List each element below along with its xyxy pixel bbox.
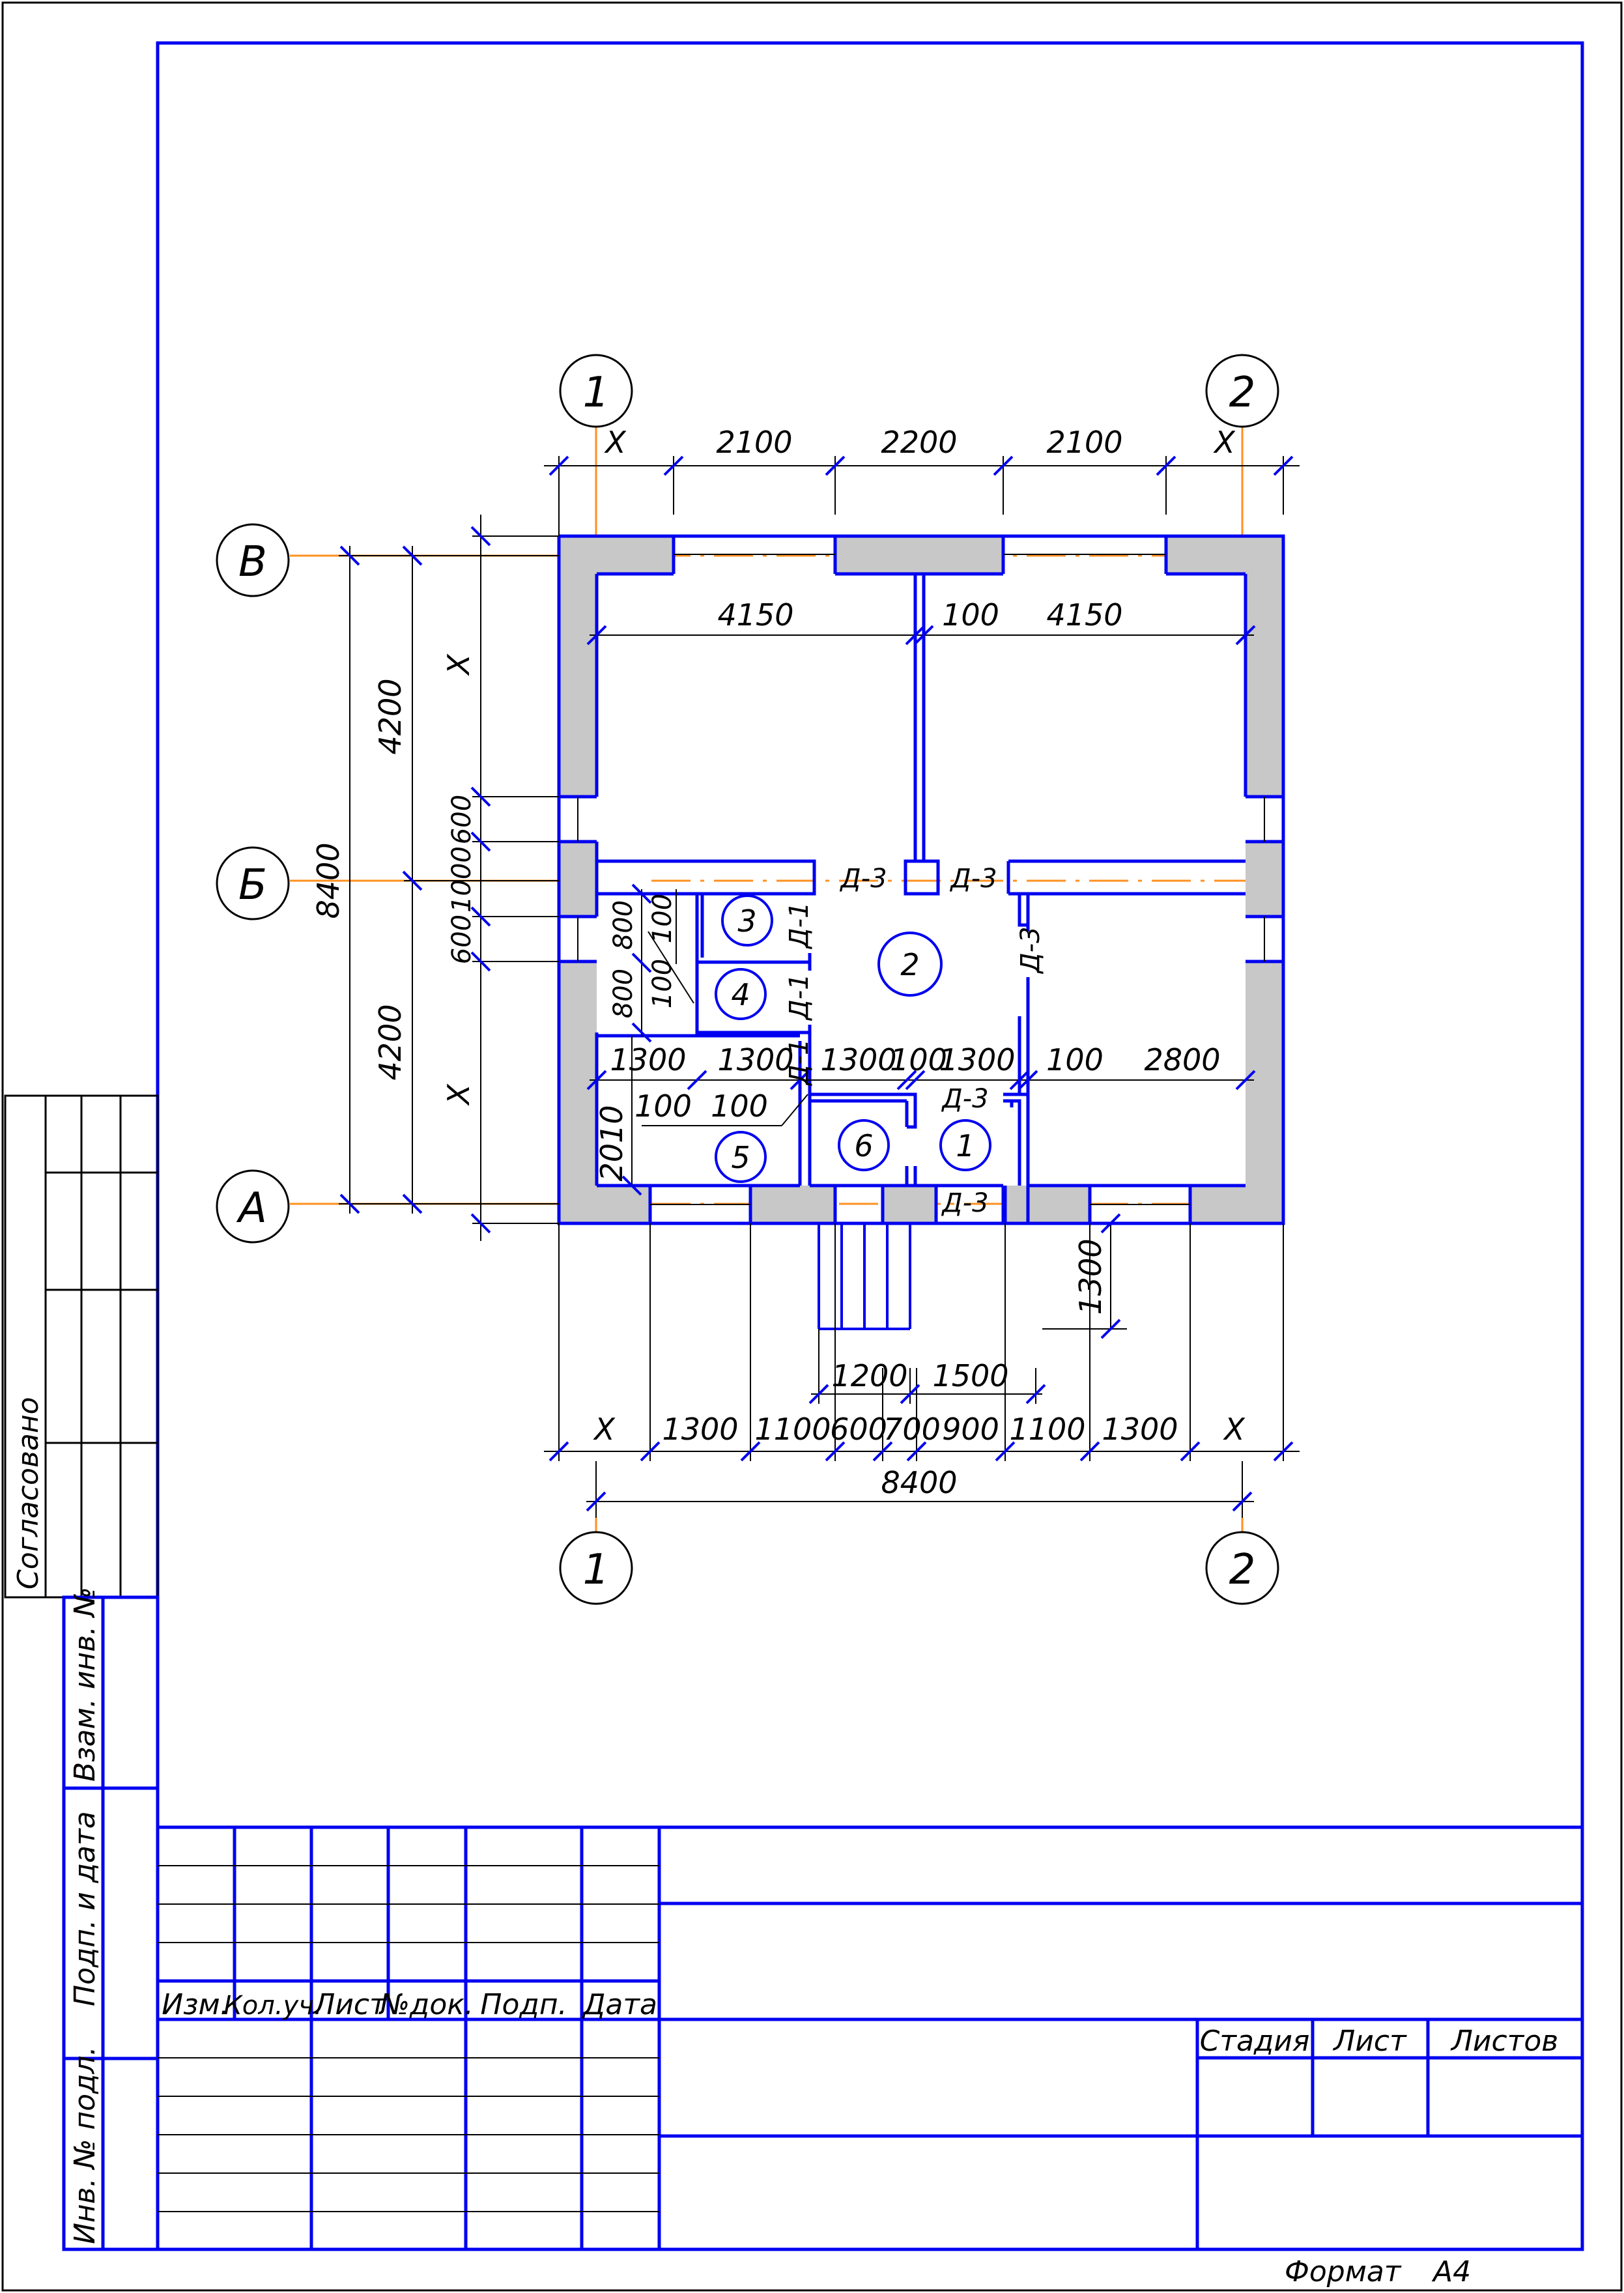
tb-col-podp: Подп. bbox=[480, 1988, 567, 2021]
dim-bottom-7: 1300 bbox=[1102, 1412, 1178, 1447]
axis-marker-a: А bbox=[236, 1184, 267, 1232]
dim-small-6: 2010 bbox=[594, 1105, 629, 1181]
door-label-3: Д-1 bbox=[784, 902, 814, 949]
dim-room-mid-4: 1300 bbox=[939, 1042, 1015, 1077]
side-stamp: Согласовано Взам. инв. № Подп. и дата Ин… bbox=[4, 1094, 160, 2251]
tb-format-label: Формат bbox=[1285, 2255, 1402, 2288]
axis-marker-bottom-2: 2 bbox=[1229, 1546, 1256, 1594]
tb-col-izm: Изм. bbox=[162, 1988, 229, 2021]
dim-bottom-1: 1300 bbox=[662, 1412, 738, 1447]
dim-room-mid-1: 1300 bbox=[717, 1042, 793, 1077]
dim-bottom-2: 1100 bbox=[754, 1412, 831, 1447]
dim-left-part-1: 4200 bbox=[373, 1004, 408, 1080]
dim-porch: 1200 1500 1300 bbox=[808, 1213, 1127, 1404]
axis-marker-bottom-1: 1 bbox=[583, 1546, 610, 1594]
side-stamp-inv-orig: Инв. № подл. bbox=[68, 2046, 102, 2244]
dim-overall-bottom-value: 8400 bbox=[881, 1465, 957, 1500]
door-label-7: Д-3 bbox=[941, 1188, 988, 1218]
dim-top-3: 2100 bbox=[1046, 425, 1122, 460]
side-stamp-agreed: Согласовано bbox=[12, 1397, 45, 1589]
dim-room-mid-5: 100 bbox=[1046, 1042, 1104, 1077]
dim-bottom-5: 900 bbox=[942, 1412, 999, 1447]
dim-left: 8400 4200 4200 X 600 1000 bbox=[311, 515, 559, 1241]
windows bbox=[577, 554, 1265, 1205]
dim-porch-2: 1300 bbox=[1073, 1238, 1108, 1315]
dim-room-top-2: 4150 bbox=[1046, 597, 1122, 633]
axis-marker-top-1: 1 bbox=[583, 369, 610, 417]
floor-plan: X 2100 2200 2100 X bbox=[216, 354, 1300, 1605]
room-marker-4: 4 bbox=[731, 977, 750, 1012]
dim-overall-bottom: 8400 bbox=[586, 1461, 1254, 1518]
door-label-5: Д-1 bbox=[784, 1038, 814, 1086]
dim-porch-1: 1500 bbox=[932, 1358, 1008, 1393]
dim-bottom-4: 700 bbox=[883, 1412, 941, 1447]
tb-col-list: Лист bbox=[312, 1988, 387, 2021]
dim-small-5: 100 bbox=[711, 1089, 768, 1124]
dim-top-4: X bbox=[1213, 425, 1236, 460]
dim-bottom-6: 1100 bbox=[1009, 1412, 1085, 1447]
dim-small: 800 800 100 100 100 100 2010 bbox=[594, 883, 808, 1196]
tb-format-value: А4 bbox=[1431, 2255, 1471, 2288]
dim-left-part-0: 4200 bbox=[373, 678, 408, 754]
dim-small-3: 100 bbox=[648, 959, 677, 1008]
tb-col-koluch: Кол.уч. bbox=[223, 1991, 322, 2021]
tb-stage: Стадия bbox=[1200, 2025, 1310, 2058]
tb-sheets: Листов bbox=[1450, 2025, 1558, 2058]
door-label-4: Д-1 bbox=[784, 973, 814, 1021]
room-marker-6: 6 bbox=[854, 1128, 873, 1163]
dim-bottom-0: X bbox=[593, 1412, 616, 1447]
dim-room-mid-6: 2800 bbox=[1144, 1042, 1220, 1077]
room-marker-3: 3 bbox=[737, 904, 756, 939]
dim-room-mid-0: 1300 bbox=[610, 1042, 686, 1077]
dim-bottom-3: 600 bbox=[830, 1412, 887, 1447]
axis-marker-top-2: 2 bbox=[1229, 369, 1256, 417]
dim-left-inner-2: 1000 bbox=[447, 846, 477, 913]
axis-marker-b: Б bbox=[238, 861, 267, 909]
dim-bottom-chain: X 1300 1100 600 700 900 1100 1300 X bbox=[544, 1223, 1300, 1462]
dim-top-0: X bbox=[604, 425, 627, 460]
axis-marker-v: В bbox=[238, 538, 267, 586]
room-marker-2: 2 bbox=[900, 947, 919, 982]
dim-small-0: 800 bbox=[608, 900, 638, 950]
porch-steps bbox=[818, 1223, 911, 1330]
dim-room-top-0: 4150 bbox=[717, 597, 793, 633]
dim-small-1: 800 bbox=[608, 969, 638, 1018]
door-label-1: Д-3 bbox=[949, 864, 997, 894]
dim-small-2: 100 bbox=[648, 894, 677, 943]
door-label-2: Д-3 bbox=[1016, 926, 1046, 974]
dim-room-top: 4150 100 4150 bbox=[586, 597, 1256, 646]
tb-col-ndok: №док. bbox=[378, 1988, 474, 2021]
door-label-0: Д-3 bbox=[839, 864, 887, 894]
side-stamp-sign-date: Подп. и дата bbox=[68, 1811, 102, 2006]
dim-top-1: 2100 bbox=[716, 425, 792, 460]
dim-left-inner-3: 600 bbox=[447, 915, 477, 964]
title-block: Изм. Кол.уч. Лист №док. Подп. Дата Стади… bbox=[158, 1825, 1582, 2288]
room-marker-1: 1 bbox=[956, 1128, 975, 1163]
dim-left-total: 8400 bbox=[311, 842, 346, 919]
dim-small-4: 100 bbox=[634, 1089, 692, 1124]
wall-fills bbox=[559, 536, 1283, 1223]
dim-room-mid-3: 100 bbox=[890, 1042, 947, 1077]
dim-top-2: 2200 bbox=[881, 425, 957, 460]
dim-top-chain: X 2100 2200 2100 X bbox=[544, 425, 1300, 536]
dim-room-top-1: 100 bbox=[942, 597, 999, 633]
dim-left-inner-0: X bbox=[441, 653, 476, 676]
axis-markers: 1 2 1 2 В Б А bbox=[216, 354, 1279, 1605]
tb-col-data: Дата bbox=[582, 1988, 657, 2021]
dim-bottom-8: X bbox=[1223, 1412, 1246, 1447]
dim-left-inner-1: 600 bbox=[447, 795, 477, 844]
side-stamp-inv-repl: Взам. инв. № bbox=[68, 1587, 102, 1782]
dim-room-mid: 1300 1300 1300 100 1300 100 2800 bbox=[586, 1042, 1256, 1090]
door-label-6: Д-3 bbox=[941, 1084, 988, 1114]
dim-porch-0: 1200 bbox=[831, 1358, 907, 1393]
dim-room-mid-2: 1300 bbox=[820, 1042, 896, 1077]
room-markers: 1 2 3 4 5 6 bbox=[715, 894, 991, 1183]
dim-left-inner-4: X bbox=[441, 1083, 476, 1106]
door-labels: Д-3 Д-3 Д-3 Д-1 Д-1 Д-1 Д-3 Д-3 bbox=[784, 864, 1046, 1218]
room-marker-5: 5 bbox=[731, 1140, 750, 1175]
tb-sheet: Лист bbox=[1332, 2025, 1407, 2058]
